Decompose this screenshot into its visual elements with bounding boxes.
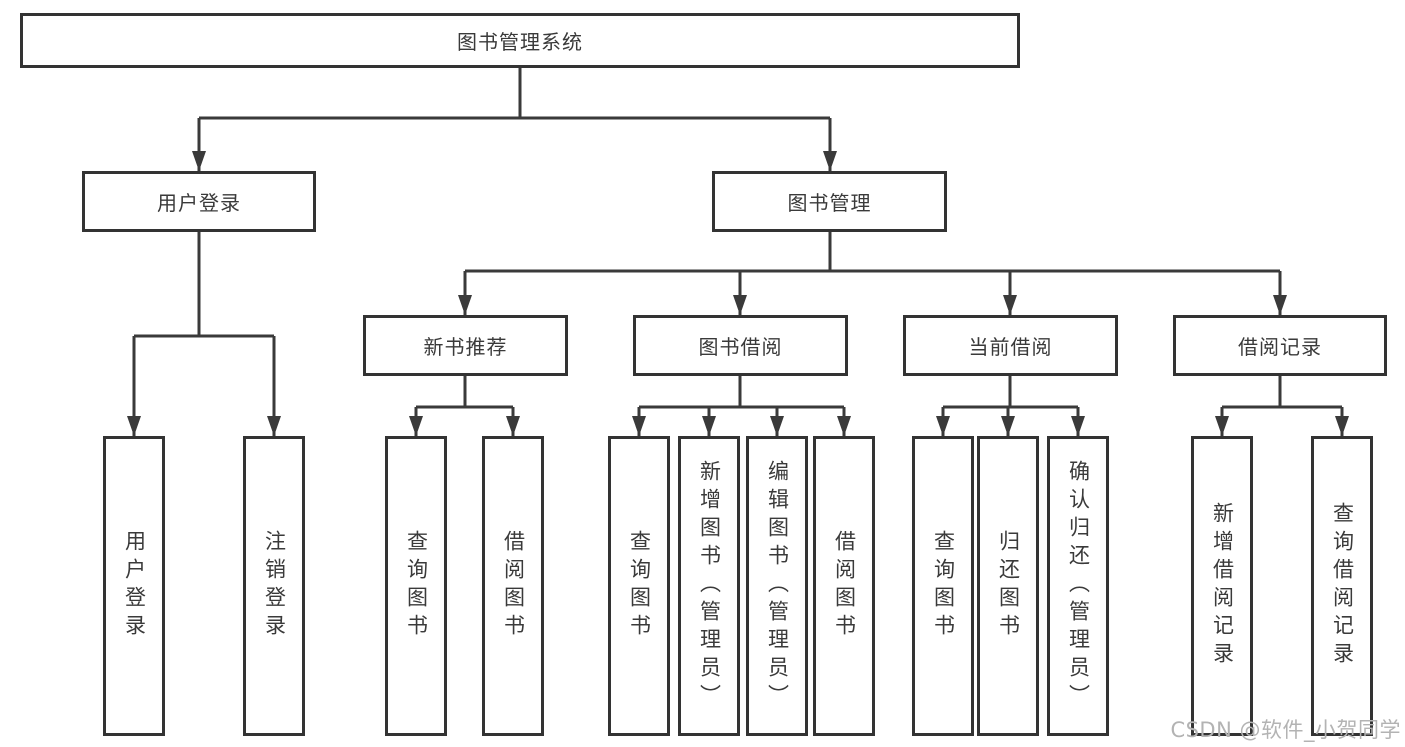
leaf-confirm-return-admin: 确认归还（管理员） <box>1047 436 1109 736</box>
leaf-query-borrow-record: 查询借阅记录 <box>1311 436 1373 736</box>
connector-user-login-children <box>127 232 281 436</box>
leaf-add-books-admin: 新增图书（管理员） <box>678 436 740 736</box>
leaf-borrow-books: 借阅图书 <box>813 436 875 736</box>
node-book-borrow: 图书借阅 <box>633 315 848 376</box>
leaf-query-books-current: 查询图书 <box>912 436 974 736</box>
leaf-query-books-recommend: 查询图书 <box>385 436 447 736</box>
node-current-borrow: 当前借阅 <box>903 315 1118 376</box>
csdn-watermark: CSDN @软件_小贺同学 <box>1170 718 1401 742</box>
node-borrow-record: 借阅记录 <box>1173 315 1387 376</box>
leaf-add-borrow-record: 新增借阅记录 <box>1191 436 1253 736</box>
connector-new-book-children <box>409 376 520 436</box>
connector-root-to-level2 <box>192 68 837 171</box>
leaf-borrow-books-recommend: 借阅图书 <box>482 436 544 736</box>
node-root-system: 图书管理系统 <box>20 13 1020 68</box>
node-user-login: 用户登录 <box>82 171 316 232</box>
connector-borrow-record-children <box>1215 376 1349 436</box>
node-book-management: 图书管理 <box>712 171 947 232</box>
leaf-query-books-borrow: 查询图书 <box>608 436 670 736</box>
connector-book-mgmt-children <box>458 232 1287 315</box>
leaf-user-login: 用户登录 <box>103 436 165 736</box>
connector-current-borrow-children <box>936 376 1085 436</box>
leaf-return-books: 归还图书 <box>977 436 1039 736</box>
node-new-book-recommend: 新书推荐 <box>363 315 568 376</box>
connector-book-borrow-children <box>632 376 851 436</box>
leaf-edit-books-admin: 编辑图书（管理员） <box>746 436 808 736</box>
leaf-logout: 注销登录 <box>243 436 305 736</box>
